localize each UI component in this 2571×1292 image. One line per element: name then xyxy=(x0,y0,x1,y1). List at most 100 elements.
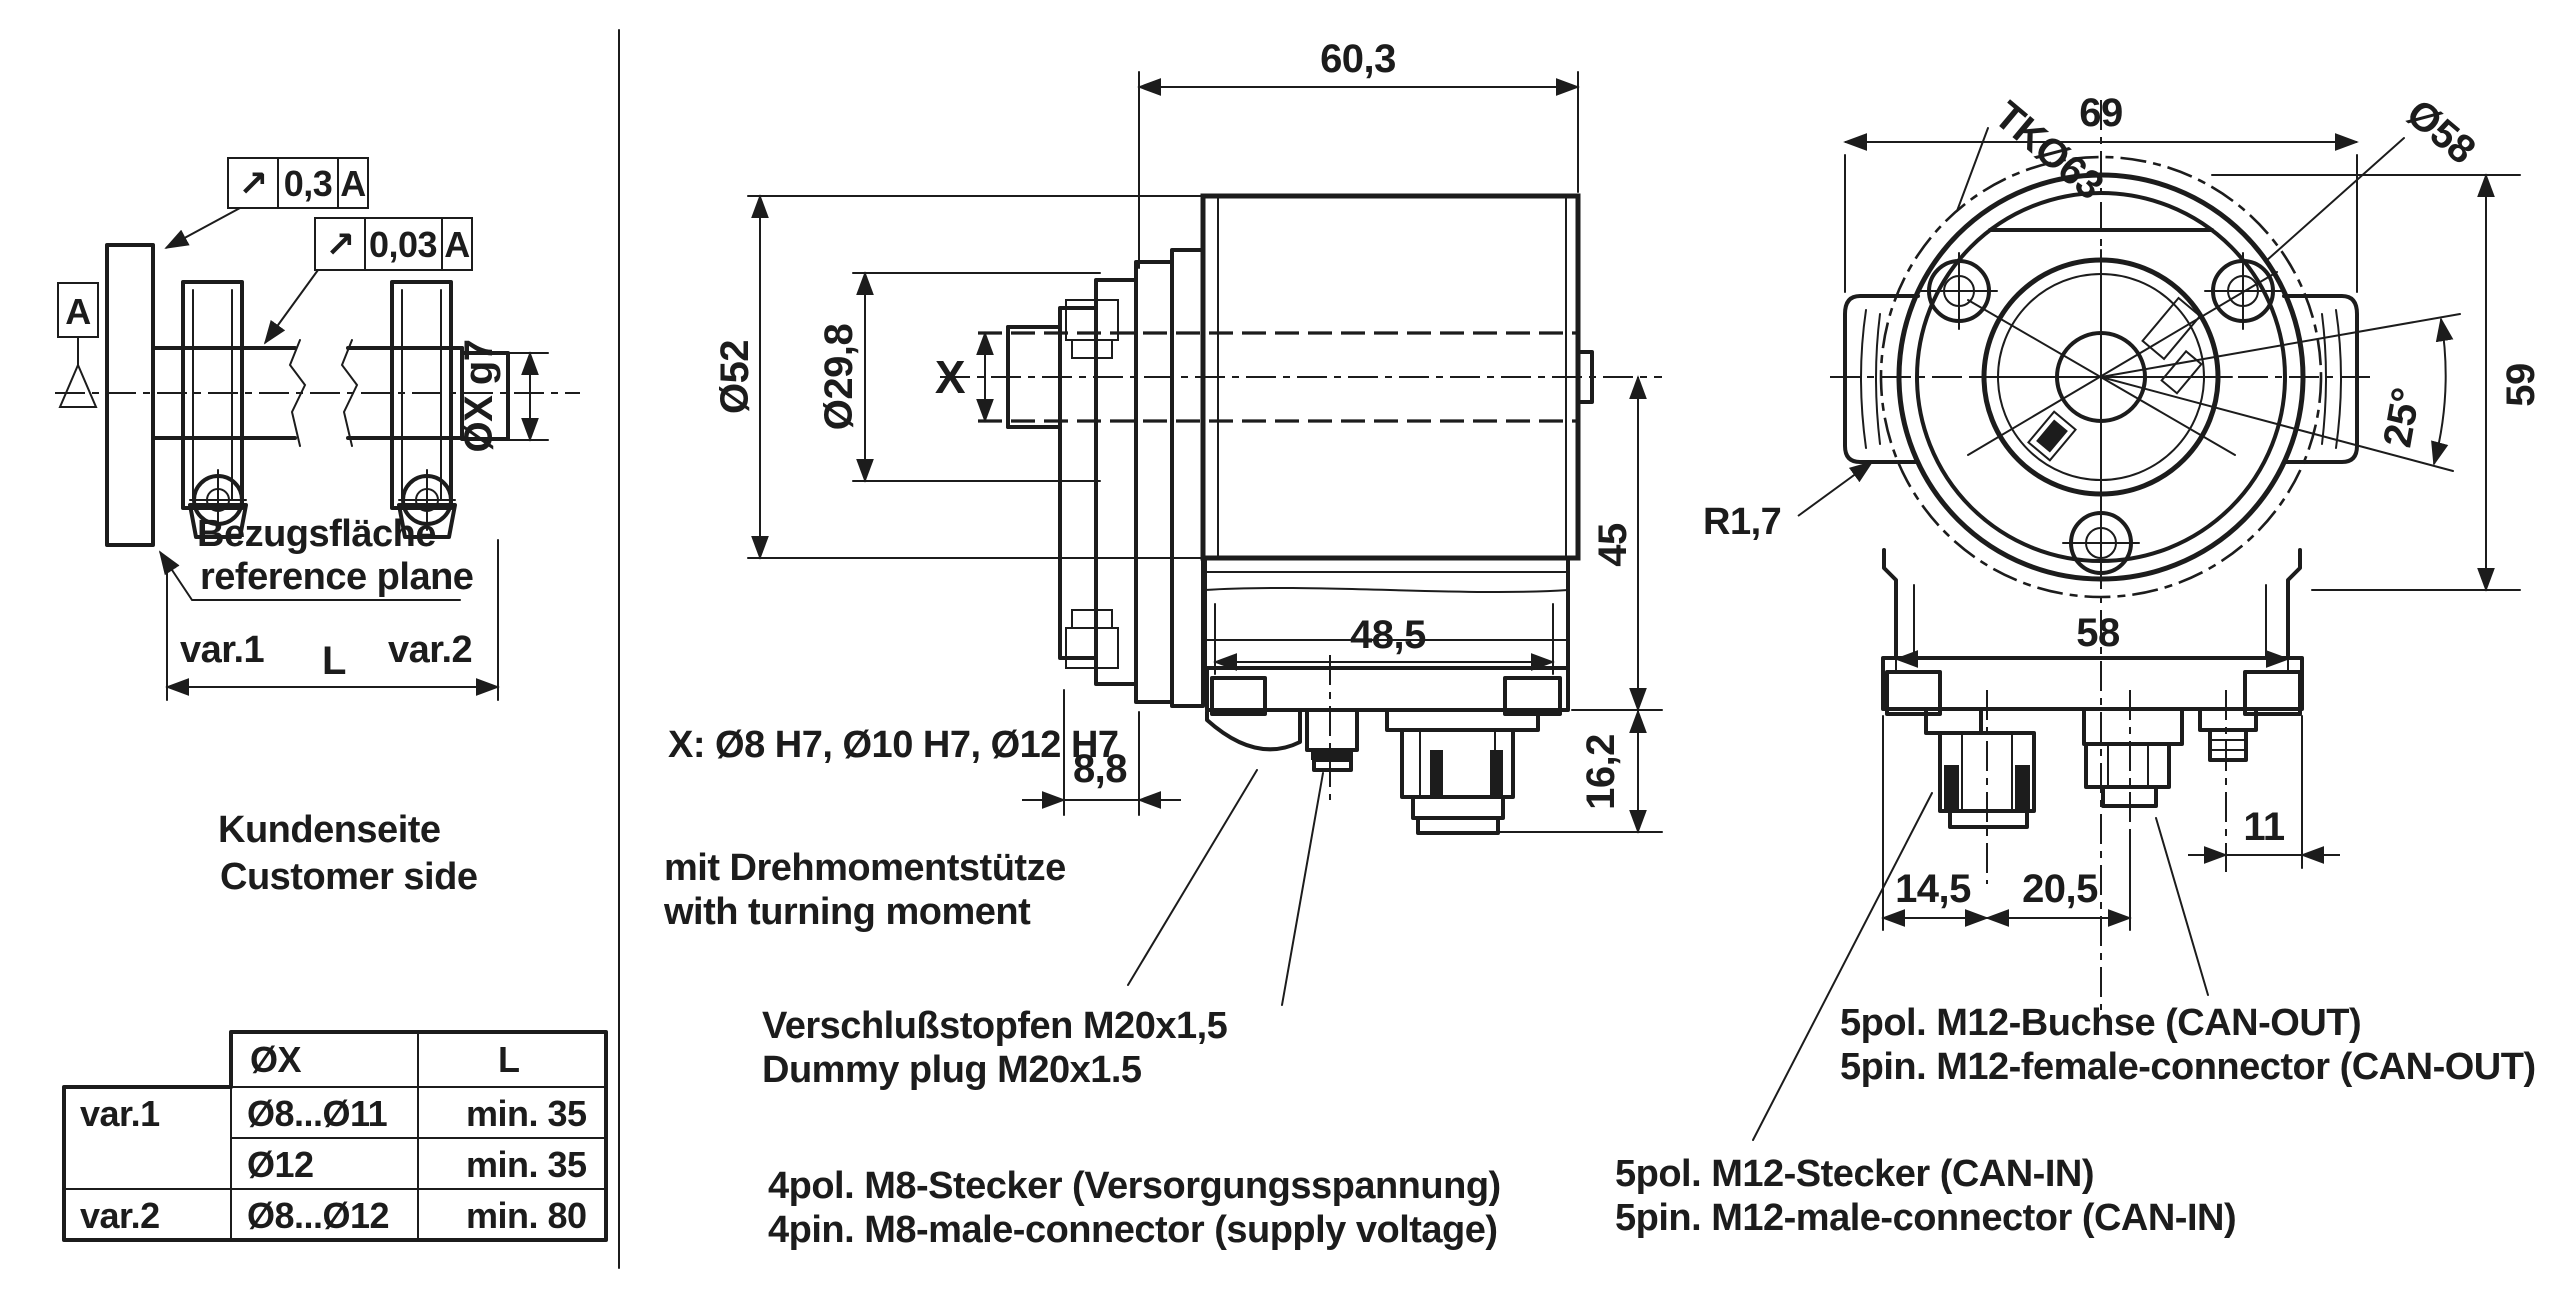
cap-mounting-plate xyxy=(1205,666,1570,712)
note-customer-side-de: Kundenseite xyxy=(218,809,441,851)
label-r17: R1,7 xyxy=(1703,460,1874,543)
shaft-clamp-keyway xyxy=(2141,296,2203,395)
shaft-stub xyxy=(1006,325,1062,429)
mounting-tab xyxy=(1210,676,1267,716)
middle-view-side-elevation: 60,3 Ø52 Ø29,8 X 8,8 xyxy=(663,37,1663,1251)
dim-d52: Ø52 xyxy=(713,194,1206,560)
note-plug-de: Verschlußstopfen M20x1,5 xyxy=(762,1005,1228,1047)
note-canin-de: 5pol. M12-Stecker (CAN-IN) xyxy=(1615,1153,2094,1195)
note-m8-de: 4pol. M8-Stecker (Versorgungsspannung) xyxy=(768,1165,1501,1207)
label-r17-text: R1,7 xyxy=(1703,501,1781,543)
dim-label-603: 60,3 xyxy=(1320,37,1396,81)
var2-label: var.2 xyxy=(388,629,472,671)
dim-label-x: X xyxy=(935,351,966,403)
break-mark-icon xyxy=(340,339,359,447)
dim-485: 48,5 xyxy=(1213,603,1555,675)
note-x-fits: X: Ø8 H7, Ø10 H7, Ø12 H7 xyxy=(668,724,1119,766)
tolerance-frame-03A: ↗ 0,3 A xyxy=(164,157,369,249)
table-cell: var.2 xyxy=(80,1195,160,1236)
table-cell: Ø8...Ø11 xyxy=(247,1093,388,1134)
note-torque-en: with turning moment xyxy=(663,891,1031,933)
note-ref-plane-en: reference plane xyxy=(200,556,473,598)
table-header-x: ØX xyxy=(250,1039,302,1080)
note-reference-plane: Bezugsfläche reference plane xyxy=(158,513,474,601)
shaft xyxy=(151,339,510,447)
dim-label-d298: Ø29,8 xyxy=(817,324,861,431)
dim-145: 14,5 xyxy=(1881,715,1989,931)
diagonal-line xyxy=(1967,271,2278,456)
dim-d298: Ø29,8 xyxy=(817,271,1101,483)
datum-triangle-icon xyxy=(58,362,98,408)
dim-x-bore: X xyxy=(935,331,994,423)
dim-label-11: 11 xyxy=(2243,805,2285,849)
clamp-key-lower xyxy=(2027,410,2077,462)
break-mark-icon xyxy=(288,339,307,447)
length-label: L xyxy=(322,639,346,683)
clamping-flange xyxy=(1058,248,1205,708)
table-cell: min. 80 xyxy=(466,1195,587,1236)
bracket-plate xyxy=(1881,656,2304,711)
table-cell: Ø8...Ø12 xyxy=(247,1195,389,1236)
leader-can-in xyxy=(1752,792,1933,1141)
dim-59: 59 xyxy=(2211,173,2543,592)
note-canout-en: 5pin. M12-female-connector (CAN-OUT) xyxy=(1840,1046,2536,1088)
note-customer-side-en: Customer side xyxy=(220,856,477,898)
encoder-body xyxy=(1200,193,1594,561)
rear-hub xyxy=(1576,350,1594,404)
right-lug xyxy=(2282,294,2359,464)
note-m8-en: 4pin. M8-male-connector (supply voltage) xyxy=(768,1209,1498,1251)
dummy-plug-lip xyxy=(1205,708,1302,752)
dim-length-L: var.1 L var.2 xyxy=(165,539,500,701)
dim-88: 8,8 xyxy=(1022,689,1181,816)
m12-connectors-side xyxy=(1385,708,1540,835)
note-canin-en: 5pin. M12-male-connector (CAN-IN) xyxy=(1615,1197,2236,1239)
table-cell: var.1 xyxy=(80,1093,160,1134)
m12-female-connector-front xyxy=(1924,690,2036,884)
dim-label-d52: Ø52 xyxy=(713,340,757,414)
mounting-tab xyxy=(1503,676,1562,716)
reference-flange-plate xyxy=(105,243,155,547)
var1-label: var.1 xyxy=(180,629,265,671)
m12-male-connector-front xyxy=(2082,690,2184,834)
tolerance-datum: A xyxy=(444,224,470,265)
tolerance-value: 0,3 xyxy=(284,163,333,204)
m8-connector-front xyxy=(2198,690,2258,872)
variant-table: ØX L var.1 Ø8...Ø11 min. 35 Ø12 min. 35 … xyxy=(62,1030,608,1242)
dim-58: 58 xyxy=(1894,611,2290,673)
leader-m8 xyxy=(1281,772,1324,1006)
dim-11: 11 xyxy=(2188,715,2340,869)
dim-label-59: 59 xyxy=(2499,363,2543,407)
dim-162: 16,2 xyxy=(1499,709,1663,834)
left-view-shaft-assembly: A xyxy=(55,29,620,1269)
table-header-l: L xyxy=(498,1039,520,1080)
dim-label-45: 45 xyxy=(1591,523,1635,567)
mounting-tab xyxy=(1885,670,1942,716)
m8-connector-side xyxy=(1305,655,1359,800)
note-plug-en: Dummy plug M20x1.5 xyxy=(762,1049,1142,1091)
shaft-journal-g7 xyxy=(460,351,510,441)
right-view-front-face: 69 59 25° TKØ63 Ø58 R1,7 xyxy=(1615,91,2543,1239)
note-torque-de: mit Drehmomentstütze xyxy=(664,847,1066,889)
dim-205: 20,5 xyxy=(1985,833,2132,931)
dim-label-205: 20,5 xyxy=(2022,867,2098,911)
mounting-screw-icon xyxy=(2062,504,2140,582)
mounting-tab xyxy=(2243,670,2302,716)
clamping-ring-1 xyxy=(181,280,248,539)
dim-45: 45 xyxy=(1571,375,1663,712)
dim-label-88: 8,8 xyxy=(1073,747,1127,791)
clamping-ring-2 xyxy=(390,280,457,539)
dim-603: 60,3 xyxy=(1137,37,1580,269)
runout-symbol-icon: ↗ xyxy=(238,163,268,204)
leader-can-out xyxy=(2155,817,2209,996)
mounting-screw-icon xyxy=(2204,252,2282,330)
dim-label-69: 69 xyxy=(2079,91,2123,135)
dim-69: 69 xyxy=(1843,91,2359,293)
datum-a-flag: A xyxy=(57,282,99,408)
note-ref-plane-de: Bezugsfläche xyxy=(197,513,436,555)
dim-label-162: 16,2 xyxy=(1579,734,1623,810)
label-d58: Ø58 xyxy=(2265,91,2483,262)
table-cell: min. 35 xyxy=(466,1093,587,1134)
tolerance-frame-003A: ↗ 0,03 A xyxy=(263,217,473,345)
